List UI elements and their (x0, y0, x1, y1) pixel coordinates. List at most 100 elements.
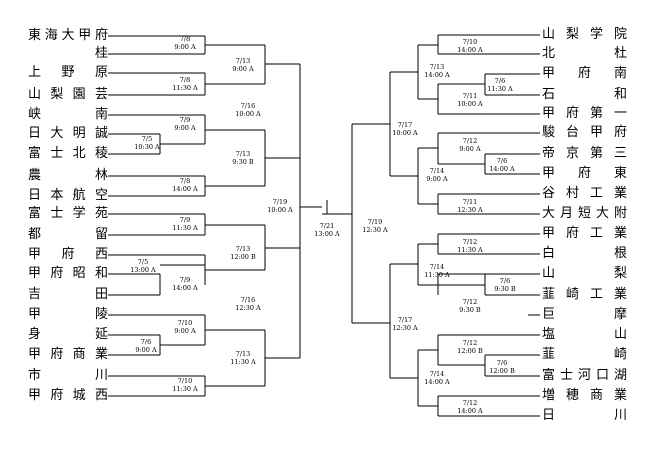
match-date: 7/14 (429, 370, 445, 378)
match-date: 7/11 (462, 92, 478, 100)
match-time: 9:00 A (426, 175, 448, 183)
match-date: 7/8 (179, 76, 191, 84)
left-team-name: 市川 (28, 368, 108, 383)
match-time: 14:00 A (457, 407, 483, 415)
match-time: 12:00 B (489, 367, 515, 375)
right-team-name: 甲府東 (542, 166, 627, 181)
match-date: 7/5 (137, 258, 149, 266)
match-time: 11:30 A (424, 271, 450, 279)
left-team-name: 甲陵 (28, 307, 108, 322)
right-team-name: 甲府第一 (542, 106, 627, 121)
match-time: 11:30 A (457, 246, 483, 254)
match-date: 7/19 (272, 198, 288, 206)
right-team-name: 山梨 (542, 266, 627, 281)
left-team-name: 吉田 (28, 287, 108, 302)
match-time: 11:30 A (172, 224, 198, 232)
match-date: 7/12 (462, 339, 478, 347)
right-team-name: 増穂商業 (542, 388, 627, 403)
match-time: 12:30 A (457, 206, 483, 214)
left-team-name: 東海大甲府 (28, 28, 108, 43)
match-time: 9:00 A (174, 43, 196, 51)
left-team-name: 桂 (94, 46, 108, 61)
match-date: 7/13 (235, 57, 251, 65)
match-date: 7/9 (179, 276, 191, 284)
match-date: 7/17 (397, 316, 413, 324)
match-time: 9:00 A (174, 124, 196, 132)
match-time: 11:30 A (487, 85, 513, 93)
match-date: 7/8 (179, 35, 191, 43)
left-team-name: 上野原 (28, 65, 108, 80)
match-time: 14:00 A (424, 378, 450, 386)
right-team-name: 巨摩 (542, 307, 627, 322)
match-time: 14:00 A (457, 46, 483, 54)
match-time: 9:00 A (459, 145, 481, 153)
match-time: 9:00 A (174, 327, 196, 335)
right-team-name: 駿台甲府 (542, 125, 627, 140)
match-time: 12:30 A (362, 226, 388, 234)
right-team-name: 谷村工業 (542, 186, 627, 201)
match-date: 7/16 (240, 102, 256, 110)
match-date: 7/14 (429, 263, 445, 271)
match-time: 12:00 B (457, 347, 483, 355)
match-date: 7/9 (179, 216, 191, 224)
left-team-name: 富士学苑 (28, 206, 108, 221)
match-time: 11:30 A (172, 385, 198, 393)
right-team-name: 北杜 (542, 46, 627, 61)
match-date: 7/12 (462, 399, 478, 407)
match-date: 7/19 (367, 218, 383, 226)
match-date: 7/11 (462, 198, 478, 206)
match-date: 7/13 (429, 63, 445, 71)
match-date: 7/6 (494, 77, 506, 85)
match-time: 14:00 A (424, 71, 450, 79)
match-time: 14:00 A (489, 165, 515, 173)
match-date: 7/8 (179, 177, 191, 185)
match-time: 14:00 A (172, 185, 198, 193)
right-team-name: 白根 (542, 246, 627, 261)
left-team-name: 都留 (28, 227, 108, 242)
match-date: 7/6 (496, 359, 508, 367)
match-time: 9:00 A (232, 65, 254, 73)
right-team-name: 富士河口湖 (542, 368, 627, 383)
match-time: 14:00 A (172, 284, 198, 292)
match-date: 7/10 (177, 319, 193, 327)
left-team-name: 農林 (28, 168, 108, 183)
match-time: 11:30 A (230, 358, 256, 366)
right-team-name: 韮崎 (542, 347, 627, 362)
match-time: 10:00 A (267, 206, 293, 214)
right-team-name: 甲府工業 (542, 226, 627, 241)
left-team-name: 甲府商業 (28, 347, 108, 362)
left-team-name: 甲府昭和 (28, 266, 108, 281)
match-time: 9:30 B (459, 306, 481, 314)
match-date: 7/13 (235, 245, 251, 253)
match-time: 10:00 A (392, 129, 418, 137)
match-date: 7/12 (462, 238, 478, 246)
match-date: 7/6 (499, 277, 511, 285)
left-team-name: 日本航空 (28, 188, 108, 203)
